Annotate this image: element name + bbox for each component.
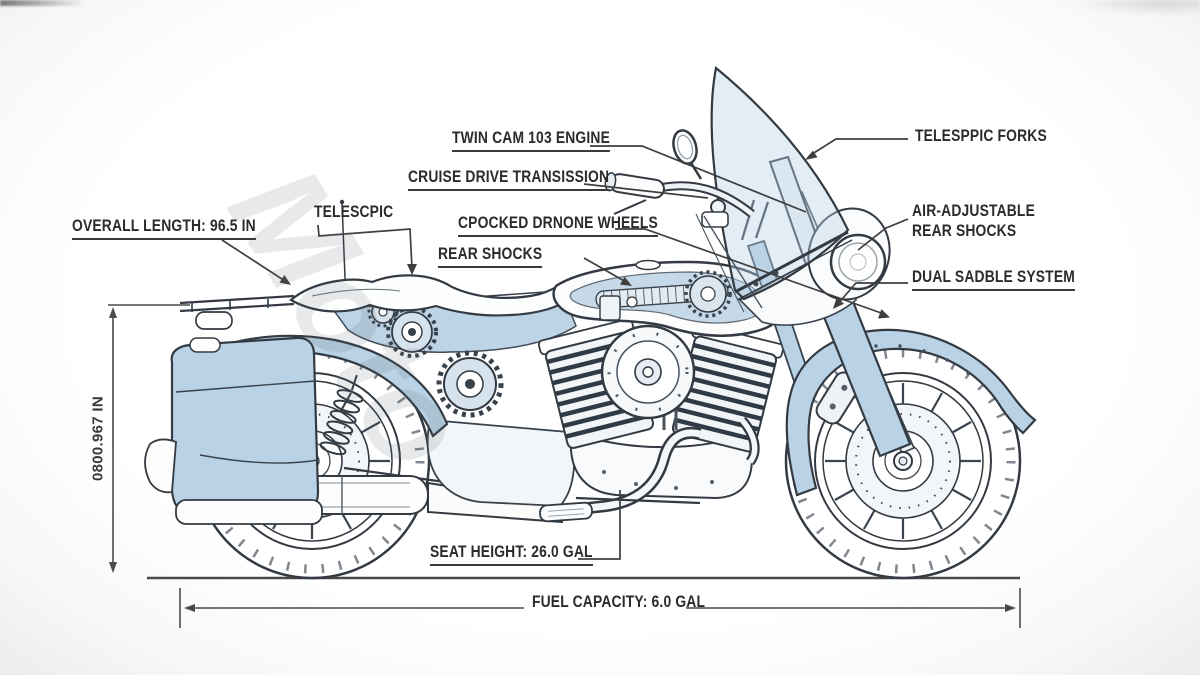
label-telescopic-forks: TELESPPIC FORKS bbox=[915, 127, 1047, 145]
transmission-gears bbox=[367, 296, 504, 418]
length-dimension-arrows bbox=[184, 604, 1016, 612]
rear-shock-spring bbox=[319, 374, 364, 456]
label-air-adjustable-shocks: AIR-ADJUSTABLE REAR SHOCKS bbox=[912, 202, 1035, 240]
label-rear-shocks: REAR SHOCKS bbox=[438, 245, 543, 268]
air-cleaner bbox=[600, 324, 696, 420]
label-telescopic: TELESCPIC bbox=[314, 203, 394, 221]
top-left-smudge bbox=[0, 0, 86, 6]
label-spoked-wheels: CPOCKED DRNONE WHEELS bbox=[458, 214, 658, 237]
crankcase-bolts bbox=[602, 470, 714, 490]
front-brake-caliper bbox=[815, 371, 861, 425]
header-pipes bbox=[587, 416, 760, 514]
floorboard bbox=[539, 501, 593, 523]
saddlebag bbox=[144, 336, 323, 525]
rear-cylinder bbox=[537, 318, 655, 449]
label-cruise-drive: CRUISE DRIVE TRANSISSION bbox=[408, 168, 610, 191]
leader-lines bbox=[221, 138, 909, 560]
label-fuel-capacity: FUEL CAPACITY: 6.0 GAL bbox=[532, 593, 706, 611]
height-dimension bbox=[108, 304, 190, 568]
height-dimension-arrows bbox=[109, 307, 117, 573]
handlebar-risers bbox=[740, 199, 770, 241]
mirror bbox=[672, 129, 703, 180]
top-right-smudge bbox=[1070, 0, 1200, 16]
label-twin-cam-engine: TWIN CAM 103 ENGINE bbox=[452, 129, 610, 152]
luggage-rack bbox=[179, 294, 295, 313]
leader-arrowheads bbox=[279, 150, 890, 319]
label-dual-saddle: DUAL SADBLE SYSTEM bbox=[912, 268, 1075, 291]
headlight bbox=[807, 207, 891, 301]
label-overall-length: OVERALL LENGTH: 96.5 IN bbox=[72, 217, 256, 240]
label-overall-height: 0800.967 IN bbox=[89, 395, 107, 482]
length-dimension bbox=[179, 588, 1021, 628]
fuel-tank bbox=[552, 259, 785, 337]
rear-signals bbox=[189, 311, 233, 353]
label-seat-height: SEAT HEIGHT: 26.0 GAL bbox=[430, 543, 593, 566]
lower-frame-rail bbox=[575, 496, 701, 505]
